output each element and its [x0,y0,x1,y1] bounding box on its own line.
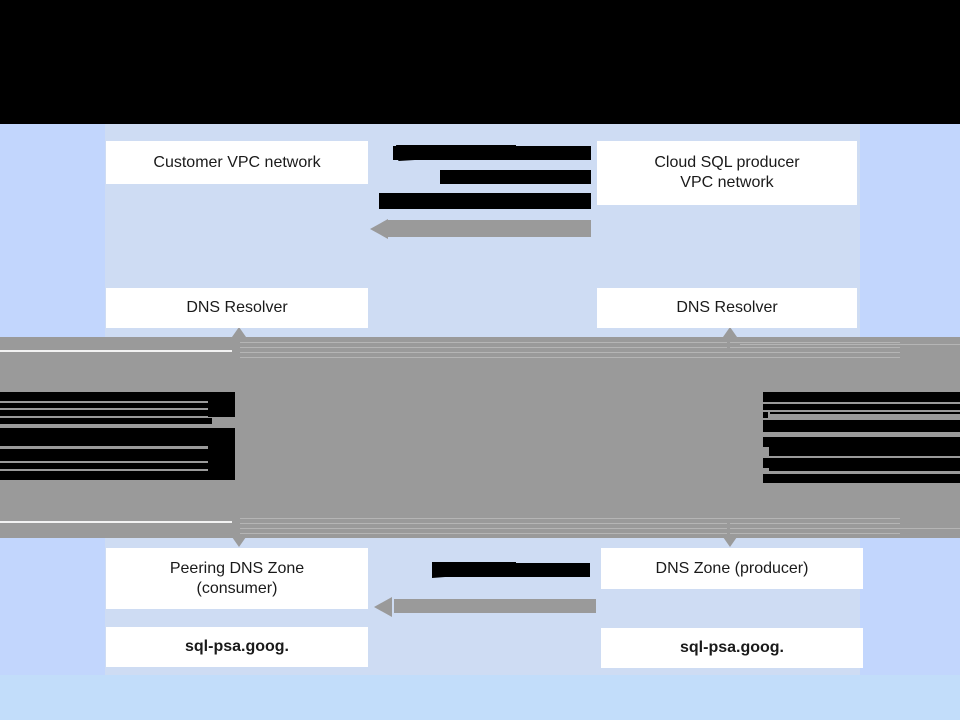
zone-right-connector [727,522,730,538]
gray-band-hairline [240,518,900,519]
dns-peering-arrow-bottom-body [394,599,596,613]
redacted-line [208,428,235,480]
zone-left-arrow-down-icon [232,537,246,547]
gray-band-hairline [740,344,960,345]
producer-vpc-label: Cloud SQL producer VPC network [654,154,800,191]
vpc-peering-arrow-top-head-icon [370,219,388,239]
resolver-left-connector [236,332,239,348]
zone-right-arrow-down-icon [723,537,737,547]
peering-dns-zone-consumer-box: Peering DNS Zone (consumer) [106,548,368,609]
gray-band-hairline [0,350,232,352]
redacted-line [769,437,960,456]
redacted-label-top-2 [440,170,591,184]
redacted-line [0,392,235,401]
redacted-line [763,458,769,468]
redacted-line [769,458,960,471]
redacted-line [0,428,235,446]
redacted-line [0,463,233,469]
redacted-line [0,471,208,480]
redacted-line [0,403,208,408]
vpc-peering-arrow-top-body [388,220,591,237]
redacted-line [0,449,218,461]
gray-band-hairline [240,347,900,348]
gray-band-hairline [240,528,900,529]
dns-resolver-consumer-box: DNS Resolver [106,288,368,328]
gray-band-hairline [0,521,232,523]
redacted-line [763,392,960,402]
redacted-line [763,474,960,483]
producer-domain-name-box: sql-psa.goog. [601,628,863,668]
gray-band-hairline [740,528,960,529]
redacted-line [0,418,212,424]
bottom-background-band [0,675,960,720]
dns-peering-arrow-bottom-head-icon [374,597,392,617]
resolver-left-arrow-up-icon [232,327,246,337]
gray-band-hairline [240,352,900,353]
resolver-right-arrow-up-icon [723,327,737,337]
dns-resolver-producer-box: DNS Resolver [597,288,857,328]
redacted-label-top-3 [379,193,591,209]
top-redaction-band [0,0,960,124]
consumer-domain-name-box: sql-psa.goog. [106,627,368,667]
gray-band-hairline [240,523,900,524]
cloud-sql-producer-vpc-network-box: Cloud SQL producer VPC network [597,141,857,205]
dns-zone-producer-box: DNS Zone (producer) [601,548,863,589]
redacted-line [763,412,768,418]
redacted-line [763,404,960,410]
gray-band-hairline [240,357,900,358]
redacted-line [763,420,960,432]
zone-left-connector [236,522,239,538]
gray-band-hairline [240,533,900,534]
redacted-line [770,412,960,414]
resolver-right-connector [727,332,730,348]
redacted-line [763,437,769,447]
customer-vpc-network-box: Customer VPC network [106,141,368,184]
gray-band-hairline [240,342,900,343]
peering-dns-zone-label: Peering DNS Zone (consumer) [169,559,305,597]
redacted-line [0,410,235,416]
